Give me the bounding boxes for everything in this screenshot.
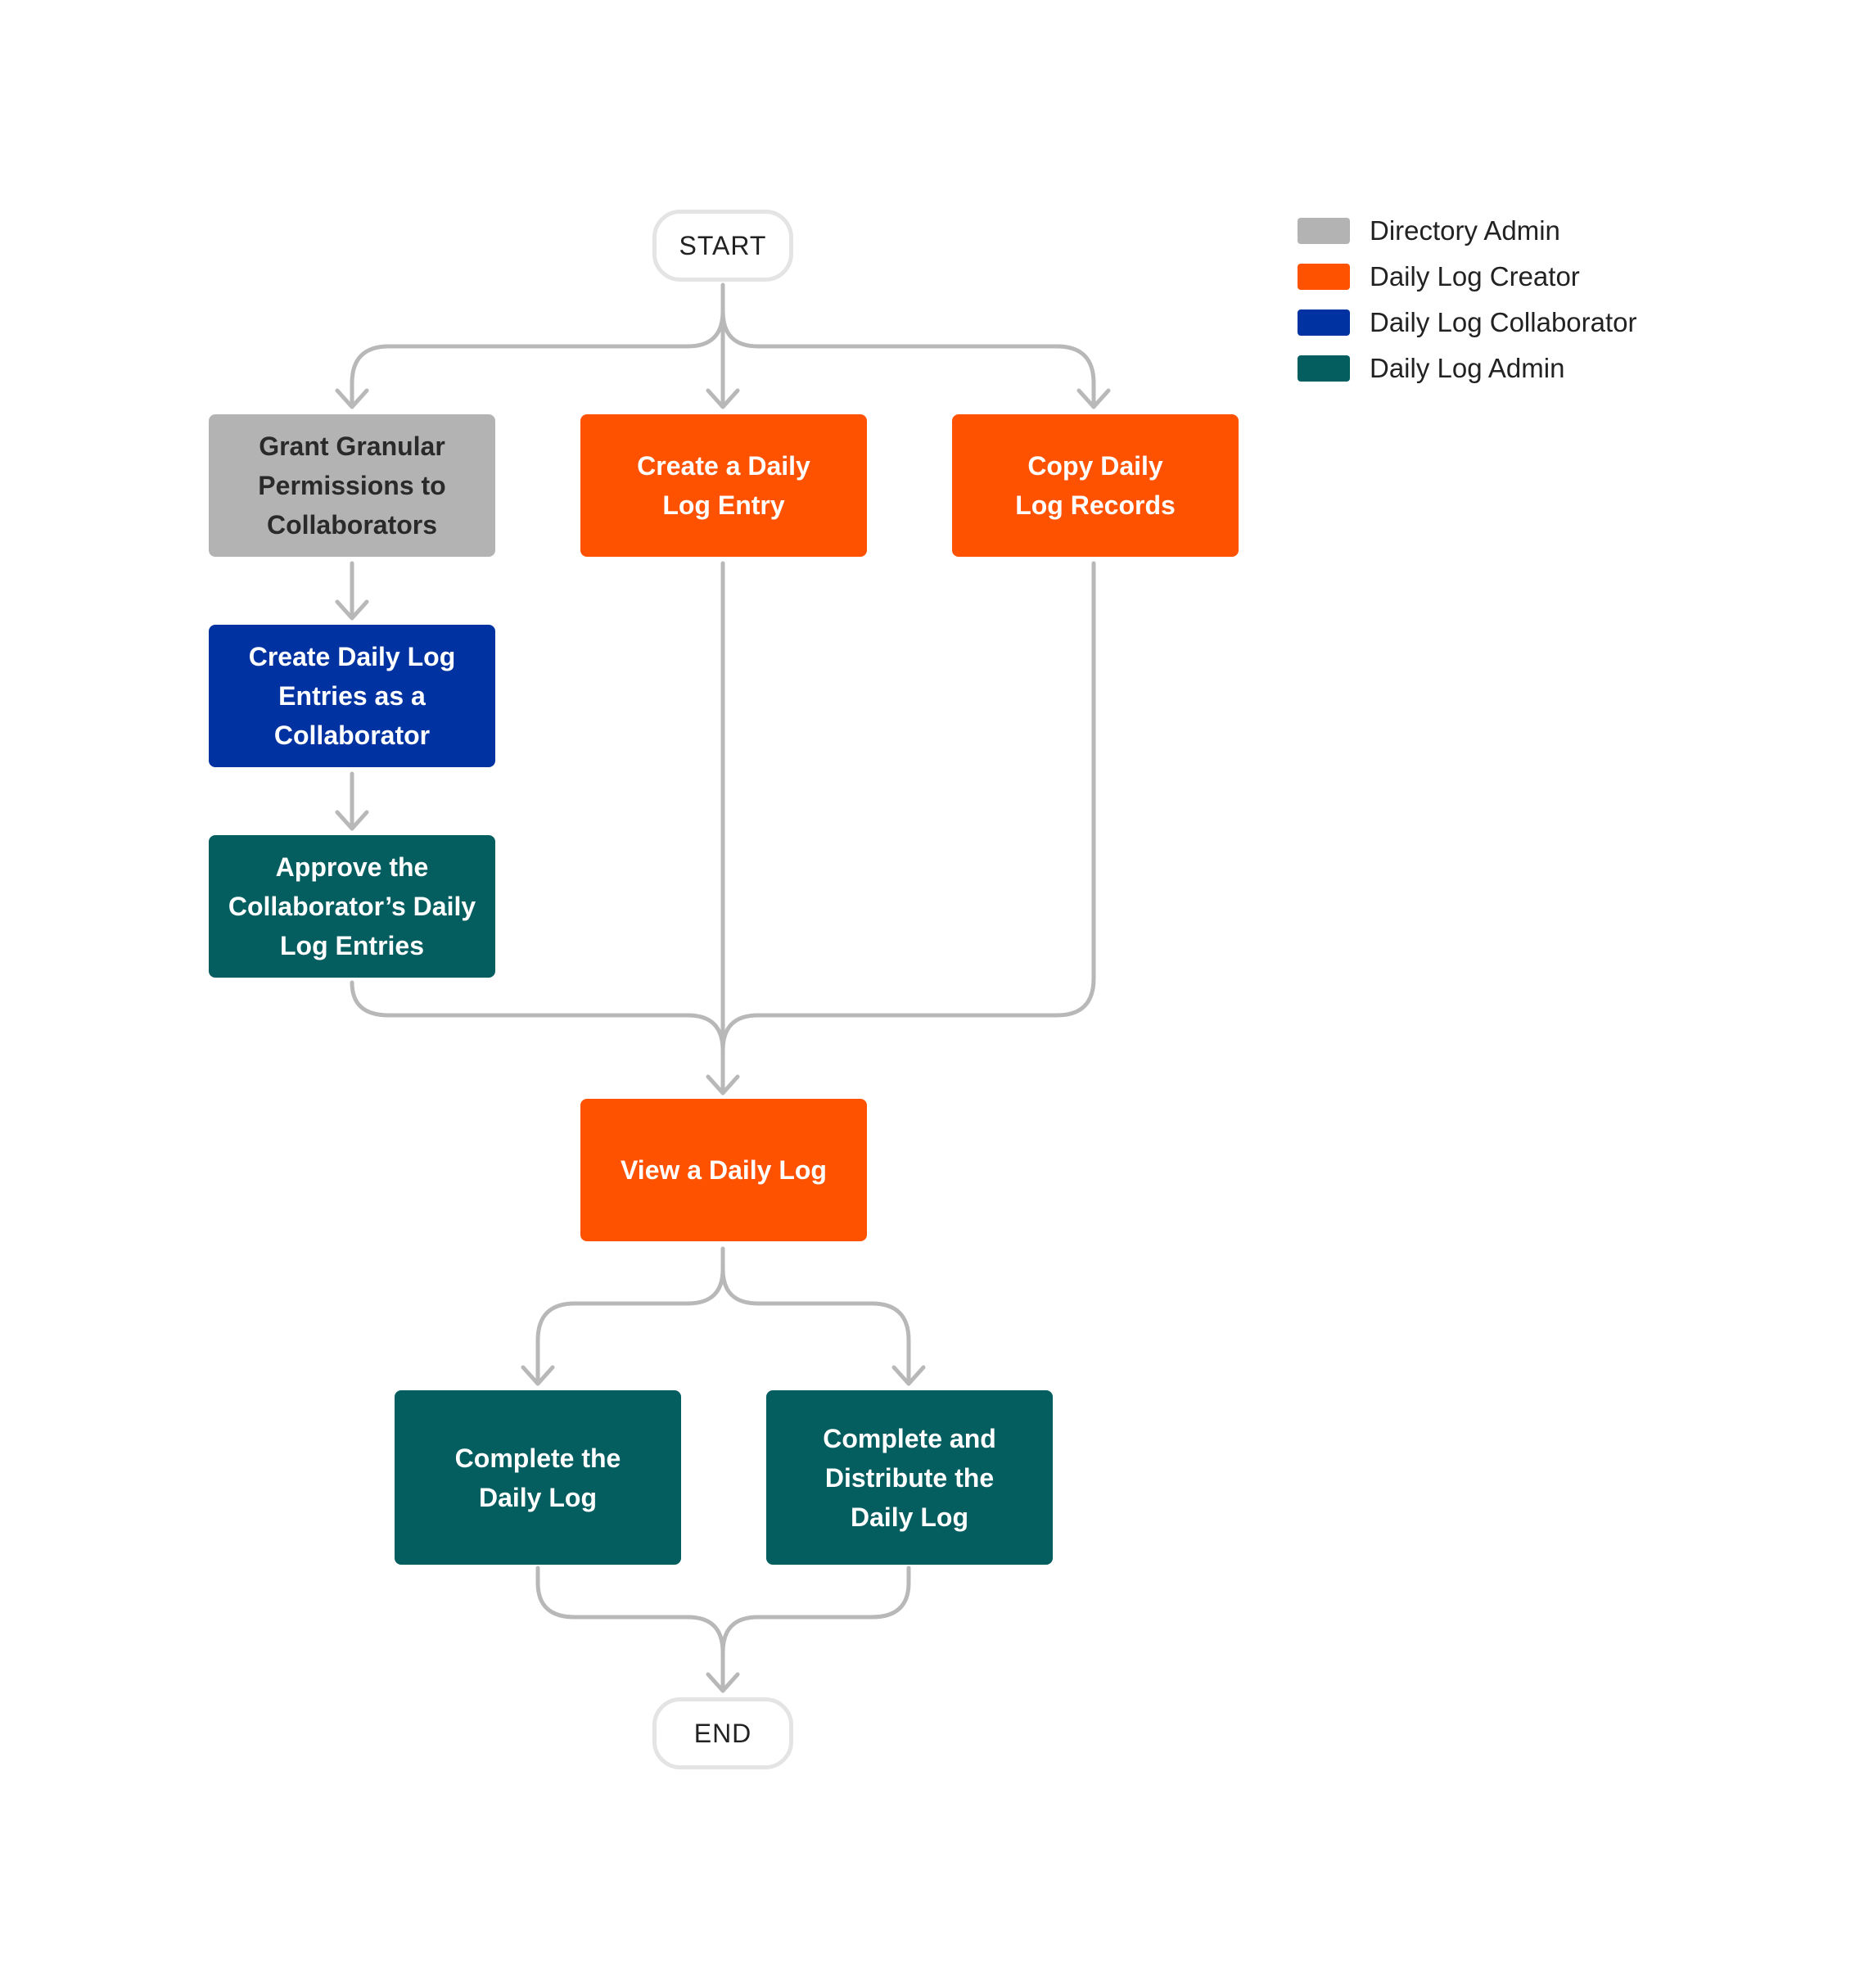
arrowhead-end [706, 1672, 740, 1693]
legend-label-directory-admin: Directory Admin [1370, 215, 1560, 246]
legend-label-admin: Daily Log Admin [1370, 353, 1565, 383]
connector-merge-to-view [350, 561, 1096, 1094]
end-terminal: END [652, 1697, 793, 1769]
legend-swatch-collaborator [1298, 309, 1350, 336]
legend-item-admin: Daily Log Admin [1298, 353, 1565, 383]
arrowhead-grant [335, 388, 369, 409]
step-complete-log-label: Complete the Daily Log [454, 1443, 621, 1512]
connector-merge-to-end [535, 1566, 911, 1693]
step-create-as-collaborator: Create Daily Log Entries as a Collaborat… [209, 625, 495, 767]
legend-item-creator: Daily Log Creator [1298, 261, 1580, 291]
step-grant-permissions: Grant Granular Permissions to Collaborat… [209, 414, 495, 557]
arrowhead-collab [335, 599, 369, 621]
step-copy-records-label: Copy Daily Log Records [1015, 451, 1176, 520]
legend-label-collaborator: Daily Log Collaborator [1370, 307, 1637, 337]
step-view-log: View a Daily Log [580, 1099, 867, 1241]
step-approve-entries: Approve the Collaborator’s Daily Log Ent… [209, 835, 495, 978]
start-label: START [679, 230, 767, 260]
legend-swatch-admin [1298, 355, 1350, 382]
arrowhead-copy-records [1076, 388, 1111, 409]
arrowhead-view [706, 1074, 740, 1096]
step-complete-distribute: Complete and Distribute the Daily Log [766, 1390, 1053, 1565]
step-copy-records: Copy Daily Log Records [952, 414, 1239, 557]
arrowhead-complete-distribute [891, 1365, 926, 1386]
legend-swatch-directory-admin [1298, 218, 1350, 244]
step-grant-permissions-label: Grant Granular Permissions to Collaborat… [258, 431, 446, 540]
connector-view-split [535, 1246, 911, 1385]
arrowhead-create-entry [706, 388, 740, 409]
arrowhead-approve [335, 810, 369, 831]
legend-label-creator: Daily Log Creator [1370, 261, 1580, 291]
legend-item-collaborator: Daily Log Collaborator [1298, 307, 1637, 337]
end-label: END [693, 1718, 752, 1748]
arrowhead-complete [521, 1365, 555, 1386]
start-terminal: START [652, 210, 793, 282]
step-create-entry: Create a Daily Log Entry [580, 414, 867, 557]
connector-start-split [350, 282, 1096, 408]
legend-item-directory-admin: Directory Admin [1298, 215, 1560, 246]
legend-swatch-creator [1298, 264, 1350, 290]
step-approve-entries-label: Approve the Collaborator’s Daily Log Ent… [228, 852, 476, 960]
step-create-entry-label: Create a Daily Log Entry [637, 451, 810, 520]
step-view-log-label: View a Daily Log [621, 1155, 827, 1185]
step-complete-distribute-label: Complete and Distribute the Daily Log [823, 1423, 996, 1532]
step-create-as-collaborator-label: Create Daily Log Entries as a Collaborat… [248, 642, 456, 750]
step-complete-log: Complete the Daily Log [395, 1390, 681, 1565]
